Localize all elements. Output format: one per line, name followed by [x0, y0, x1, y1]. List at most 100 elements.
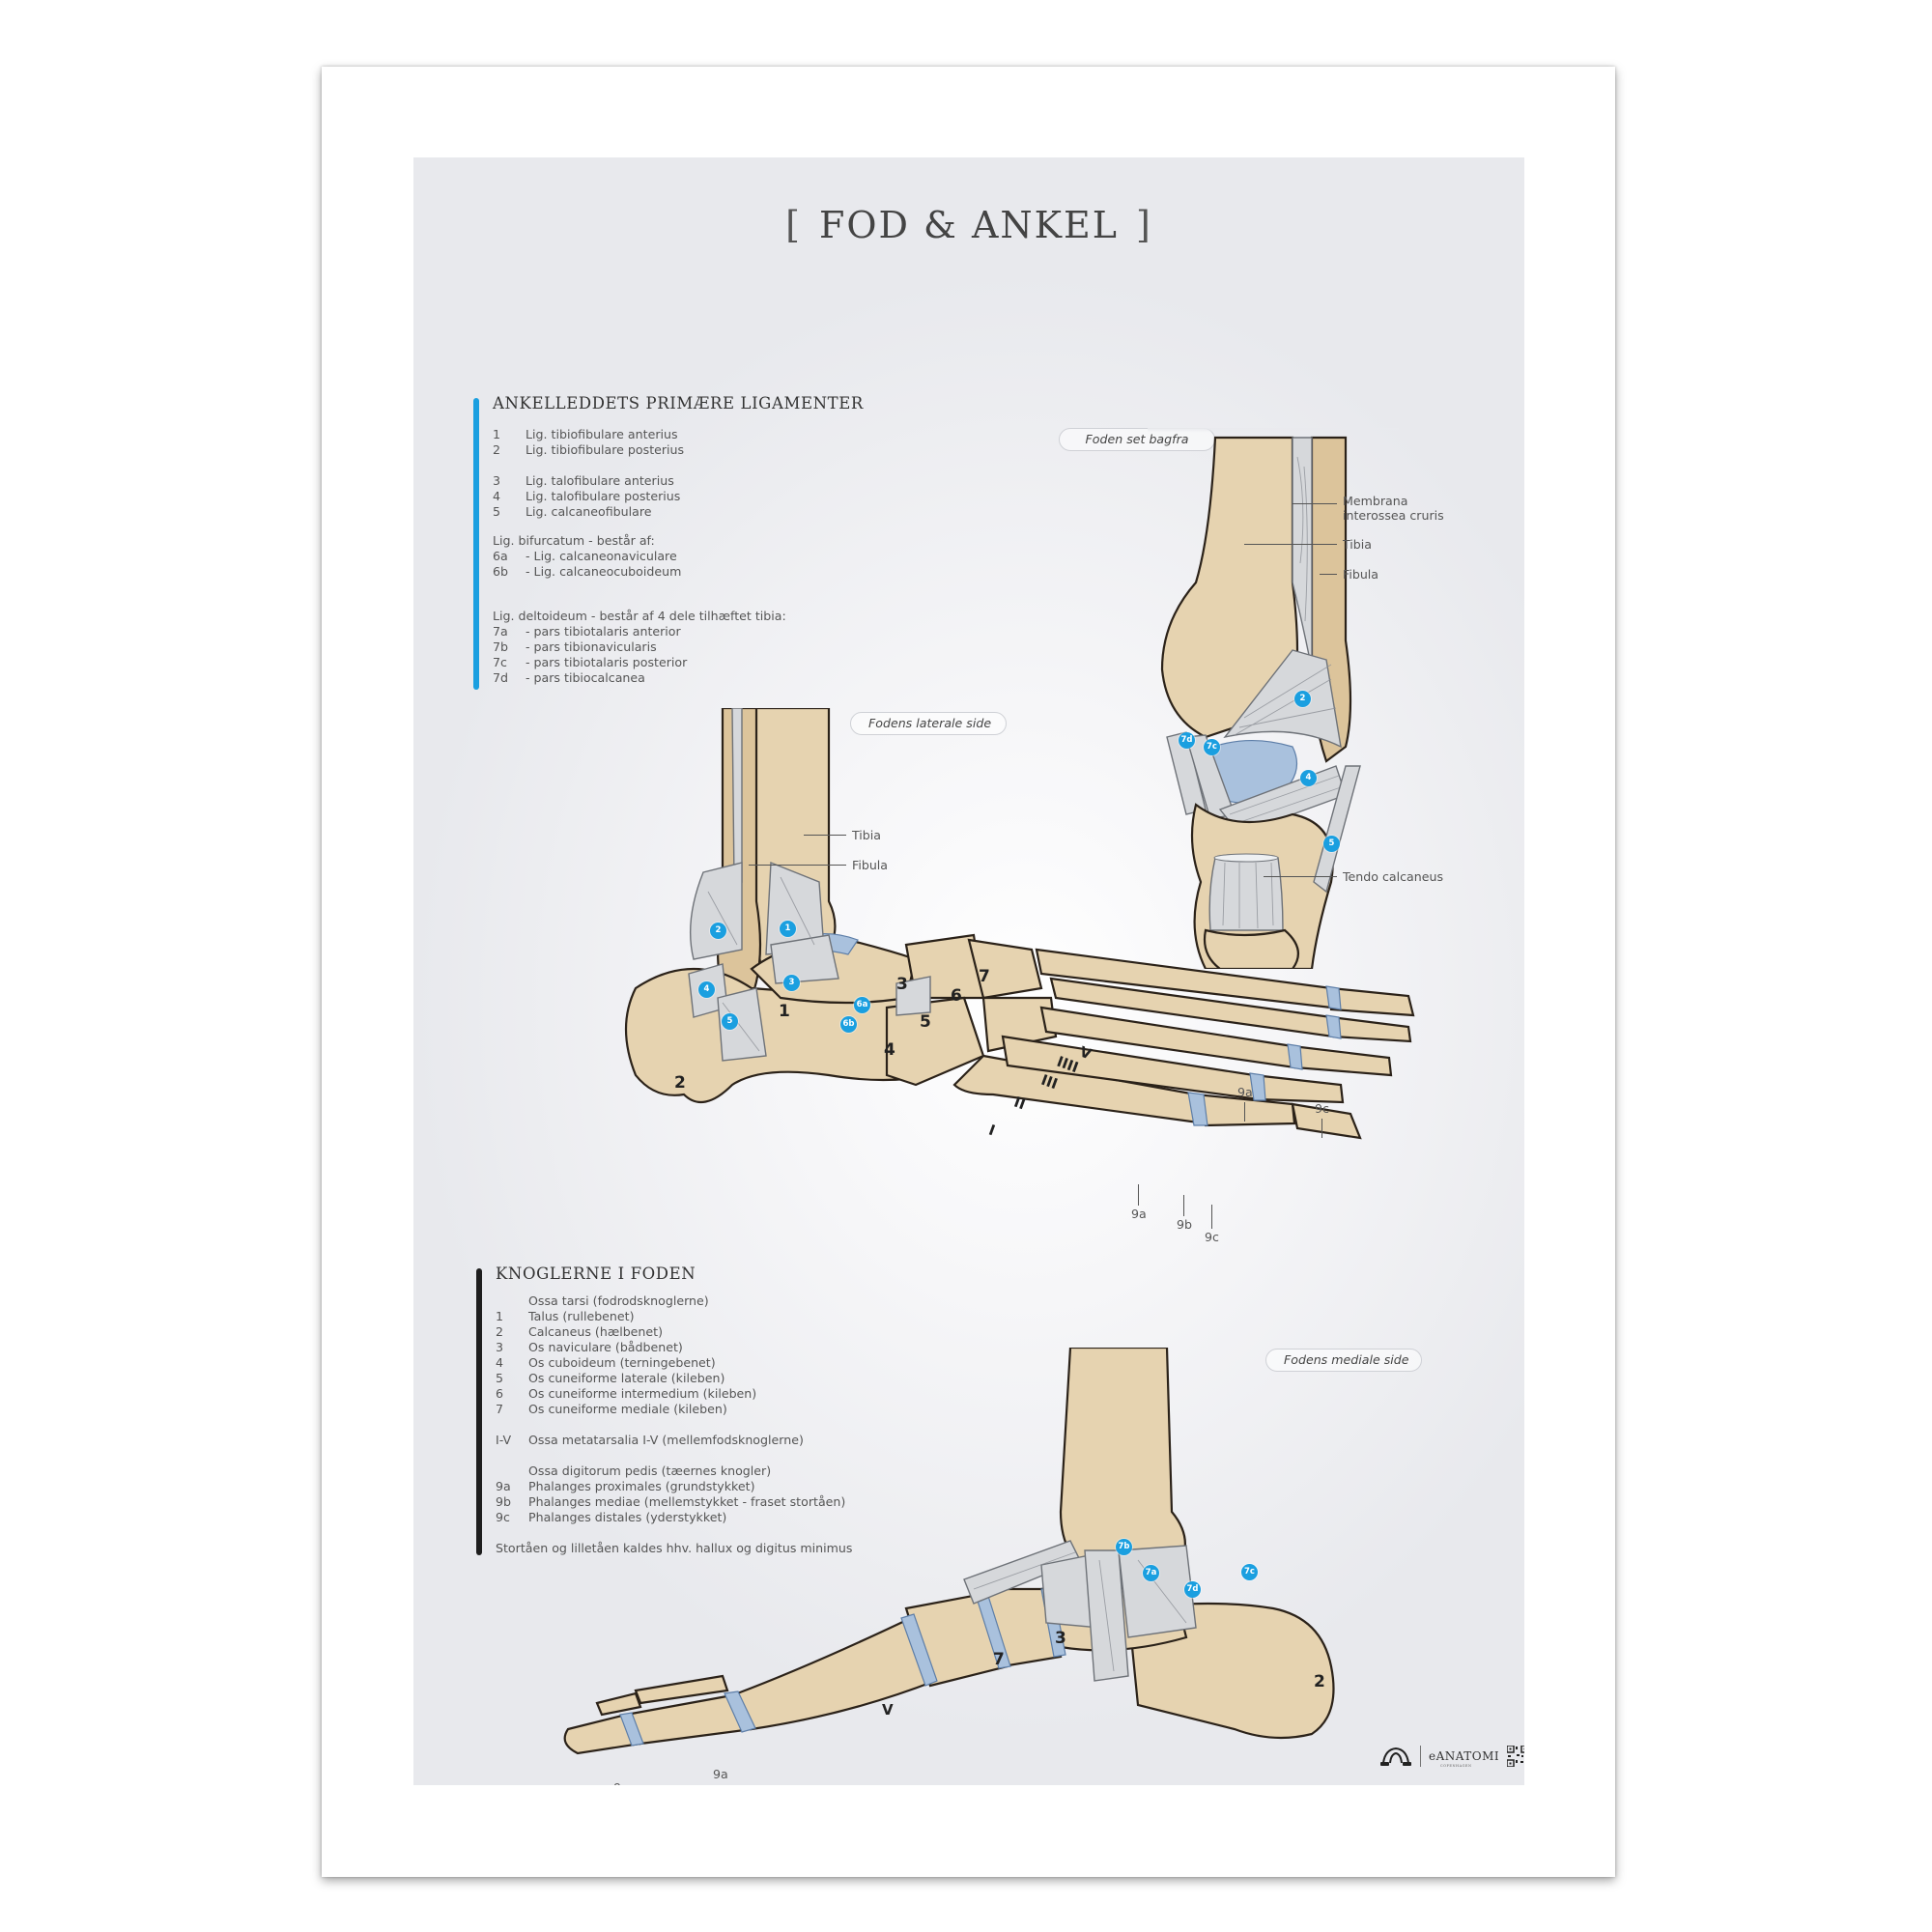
legend-row: 7b- pars tibionavicularis: [493, 639, 657, 654]
ligament-badge: 7d: [1184, 1581, 1201, 1598]
metatarsal-label: IIII: [1054, 1052, 1081, 1077]
ligament-badge: 4: [698, 981, 715, 998]
bone-number: 5: [920, 1012, 931, 1032]
bones-legend: KNOGLERNE I FODEN Ossa tarsi (fodrodskno…: [476, 1264, 882, 1558]
bone-number: 3: [896, 975, 908, 994]
ligament-badge: 7b: [1116, 1539, 1132, 1555]
leader-line: [1244, 1102, 1245, 1122]
label-9c: 9c: [1205, 1230, 1219, 1244]
ligament-badge: 2: [710, 923, 726, 939]
brand-name: eANATOMI COPENHAGEN: [1429, 1749, 1500, 1768]
legend-row: Ossa digitorum pedis (tæernes knogler): [528, 1463, 772, 1478]
ligaments-heading: ANKELLEDDETS PRIMÆRE LIGAMENTER: [493, 394, 864, 412]
bone-number: 2: [674, 1073, 686, 1093]
leader-line: [1244, 544, 1337, 545]
legend-note: Lig. bifurcatum - består af:: [493, 533, 655, 548]
poster-sheet: [ FOD & ANKEL] ANKELLEDDETS PRIMÆRE LIGAM…: [322, 67, 1615, 1877]
ligament-badge: 5: [722, 1013, 738, 1030]
label-9a: 9a: [1237, 1085, 1253, 1099]
bone-number: 7: [993, 1650, 1005, 1669]
bone-number: 4: [884, 1040, 895, 1060]
ligament-badge: 5: [1323, 836, 1340, 852]
ligament-badge: 1: [780, 921, 796, 937]
metatarsal-label: I: [986, 1121, 998, 1140]
posterior-illustration: [1148, 428, 1399, 969]
ligament-badge: 7c: [1204, 739, 1220, 755]
label-tendo-calcaneus: Tendo calcaneus: [1343, 869, 1444, 884]
title-bracket-open: [: [785, 204, 802, 246]
qr-code-icon: [1507, 1746, 1524, 1767]
label-9a: 9a: [713, 1767, 728, 1781]
leader-line: [1293, 503, 1337, 504]
bone-number: 7: [979, 967, 990, 986]
leader-line: [804, 835, 846, 836]
leader-line: [1264, 876, 1337, 877]
leader-line: [1138, 1184, 1139, 1206]
bone-number: 2: [1314, 1672, 1325, 1691]
legend-row: Ossa tarsi (fodrodsknoglerne): [528, 1293, 709, 1308]
bone-number: 6: [951, 986, 962, 1006]
legend-row: 6b- Lig. calcaneocuboideum: [493, 564, 682, 579]
legend-row: 6a- Lig. calcaneonaviculare: [493, 549, 677, 563]
lateral-caption: Fodens laterale side: [850, 712, 1007, 735]
ligament-badge: 7c: [1241, 1564, 1258, 1580]
leader-line: [1320, 574, 1337, 575]
anatomy-logo-icon: [1380, 1747, 1411, 1766]
label-fibula: Fibula: [1343, 567, 1379, 582]
ligament-badge: 6a: [854, 997, 870, 1013]
ligament-badge: 3: [783, 975, 800, 991]
ligament-badge: 7d: [1179, 732, 1195, 749]
bone-number: 1: [779, 1002, 790, 1021]
legend-note: Stortåen og lilletåen kaldes hhv. hallux…: [496, 1541, 853, 1555]
label-tibia: Tibia: [1343, 537, 1373, 552]
label-fibula: Fibula: [852, 858, 889, 872]
posterior-caption: Foden set bagfra: [1059, 428, 1215, 451]
legend-row: 7a- pars tibiotalaris anterior: [493, 624, 681, 639]
medial-caption: Fodens mediale side: [1265, 1349, 1422, 1372]
title-text: FOD & ANKEL: [818, 204, 1120, 246]
leader-line: [749, 865, 846, 866]
ligament-badge: 4: [1300, 770, 1317, 786]
label-9a: 9a: [1131, 1207, 1147, 1221]
metatarsal-label: II: [1011, 1093, 1028, 1114]
label-9c: 9c: [1315, 1101, 1329, 1116]
brand-subtitle: COPENHAGEN: [1440, 1764, 1472, 1768]
lateral-illustration: [624, 708, 1415, 1140]
legend-row: 7d- pars tibiocalcanea: [493, 670, 645, 685]
label-9c: 9c: [613, 1780, 628, 1785]
metatarsal-label: V: [1077, 1042, 1094, 1064]
logo-divider: [1420, 1746, 1421, 1767]
legend-note: Lig. deltoideum - består af 4 dele tilhæ…: [493, 609, 786, 623]
leader-line: [1321, 1119, 1322, 1138]
legend-row: 7c- pars tibiotalaris posterior: [493, 655, 688, 669]
ligament-badge: 6b: [840, 1016, 857, 1033]
leader-line: [1211, 1205, 1212, 1229]
label-9b: 9b: [1177, 1217, 1193, 1232]
legend-accent-bar: [473, 398, 479, 690]
poster-panel: [ FOD & ANKEL] ANKELLEDDETS PRIMÆRE LIGAM…: [413, 157, 1524, 1785]
ligament-badge: 2: [1294, 691, 1311, 707]
legend-dark-bar: [476, 1268, 482, 1555]
title-bracket-close: ]: [1136, 204, 1152, 246]
metatarsal-label: V: [882, 1701, 894, 1719]
leader-line: [1183, 1195, 1184, 1216]
label-tibia: Tibia: [852, 828, 882, 842]
